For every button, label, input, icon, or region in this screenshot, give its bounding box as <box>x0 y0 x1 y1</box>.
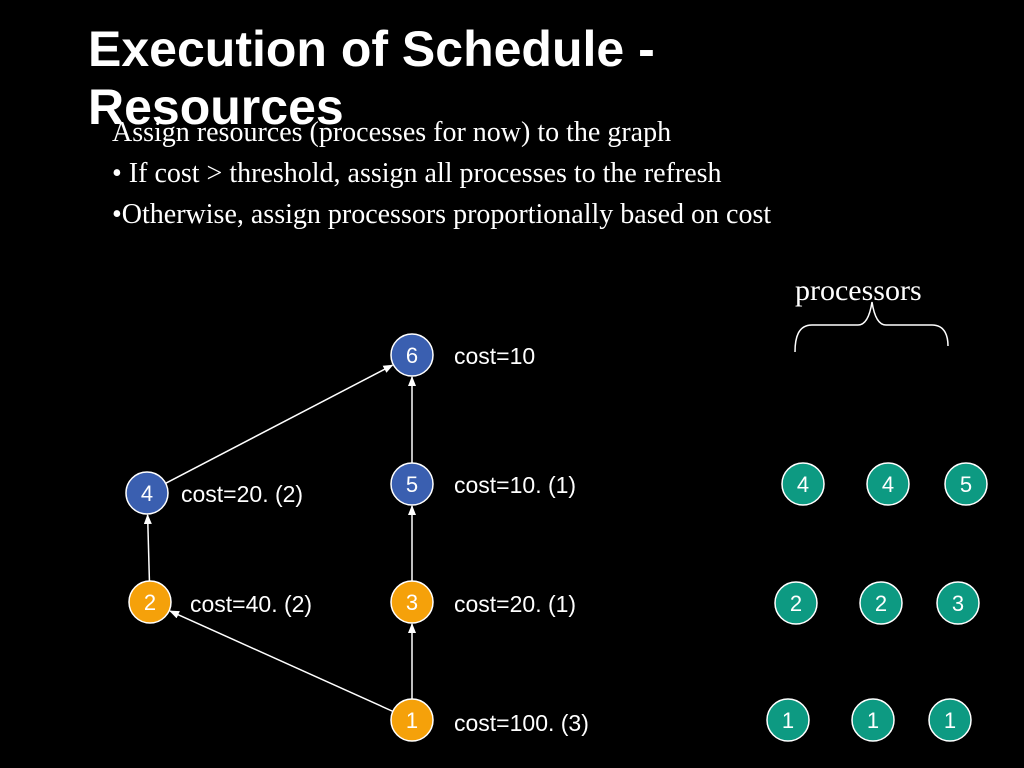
processor-circle <box>851 698 895 742</box>
node-circle <box>128 580 172 624</box>
processor-circle <box>781 462 825 506</box>
node-circle <box>390 333 434 377</box>
processor-node: 1 <box>851 698 895 742</box>
graph-node-4: 4 <box>125 471 169 515</box>
processor-node: 2 <box>859 581 903 625</box>
cost-labels-layer: cost=100. (3) cost=40. (2) cost=20. (1) cos… <box>181 343 589 736</box>
cost-label-node-5: cost=10. (1) <box>454 472 576 498</box>
processor-node: 1 <box>928 698 972 742</box>
processor-node: 4 <box>866 462 910 506</box>
cost-label-node-6: cost=10 <box>454 343 535 369</box>
processor-label: 4 <box>797 472 809 497</box>
processor-node: 2 <box>774 581 818 625</box>
processor-circle <box>866 462 910 506</box>
node-circle <box>390 462 434 506</box>
cost-label-node-3: cost=20. (1) <box>454 591 576 617</box>
processor-circle <box>928 698 972 742</box>
node-label: 2 <box>144 590 156 615</box>
cost-label-node-1: cost=100. (3) <box>454 710 589 736</box>
processors-label: processors <box>795 274 922 307</box>
bullet-item: •Otherwise, assign processors proportion… <box>112 199 772 230</box>
graph-node-2: 2 <box>128 580 172 624</box>
processor-label: 4 <box>882 472 894 497</box>
node-label: 3 <box>406 590 418 615</box>
processor-label: 3 <box>952 591 964 616</box>
node-label: 4 <box>141 481 153 506</box>
processor-node: 3 <box>936 581 980 625</box>
processor-circle <box>859 581 903 625</box>
processor-grid: 4 4 5 2 2 3 1 1 1 <box>766 462 988 742</box>
node-circle <box>390 698 434 742</box>
processor-label: 1 <box>944 708 956 733</box>
processor-circle <box>774 581 818 625</box>
bullet-item: • If cost > threshold, assign all proces… <box>112 158 722 189</box>
edge-1-to-2 <box>169 610 394 713</box>
processor-label: 2 <box>875 591 887 616</box>
processor-circle <box>936 581 980 625</box>
processor-label: 1 <box>867 708 879 733</box>
graph-node-3: 3 <box>390 580 434 624</box>
slide-title: Execution of Schedule - Resources <box>88 21 655 135</box>
processor-node: 4 <box>781 462 825 506</box>
node-label: 5 <box>406 472 418 497</box>
node-circle <box>390 580 434 624</box>
node-label: 6 <box>406 343 418 368</box>
processors-brace <box>794 301 949 353</box>
processor-circle <box>766 698 810 742</box>
node-circle <box>125 471 169 515</box>
processor-node: 1 <box>766 698 810 742</box>
graph-node-5: 5 <box>390 462 434 506</box>
processor-label: 1 <box>782 708 794 733</box>
bullet-list: Assign resources (processes for now) to … <box>112 112 992 235</box>
edge-4-to-6 <box>165 364 394 484</box>
edges-layer <box>143 364 416 713</box>
graph-node-6: 6 <box>390 333 434 377</box>
processor-circle <box>944 462 988 506</box>
processor-node: 5 <box>944 462 988 506</box>
edge-2-to-4 <box>143 513 152 582</box>
node-label: 1 <box>406 708 418 733</box>
nodes-layer: 1 2 3 4 5 6 <box>125 333 434 742</box>
processor-label: 2 <box>790 591 802 616</box>
processor-label: 5 <box>960 472 972 497</box>
bullet-item: Assign resources (processes for now) to … <box>112 117 672 148</box>
cost-label-node-4: cost=20. (2) <box>181 481 303 507</box>
cost-label-node-2: cost=40. (2) <box>190 591 312 617</box>
graph-node-1: 1 <box>390 698 434 742</box>
